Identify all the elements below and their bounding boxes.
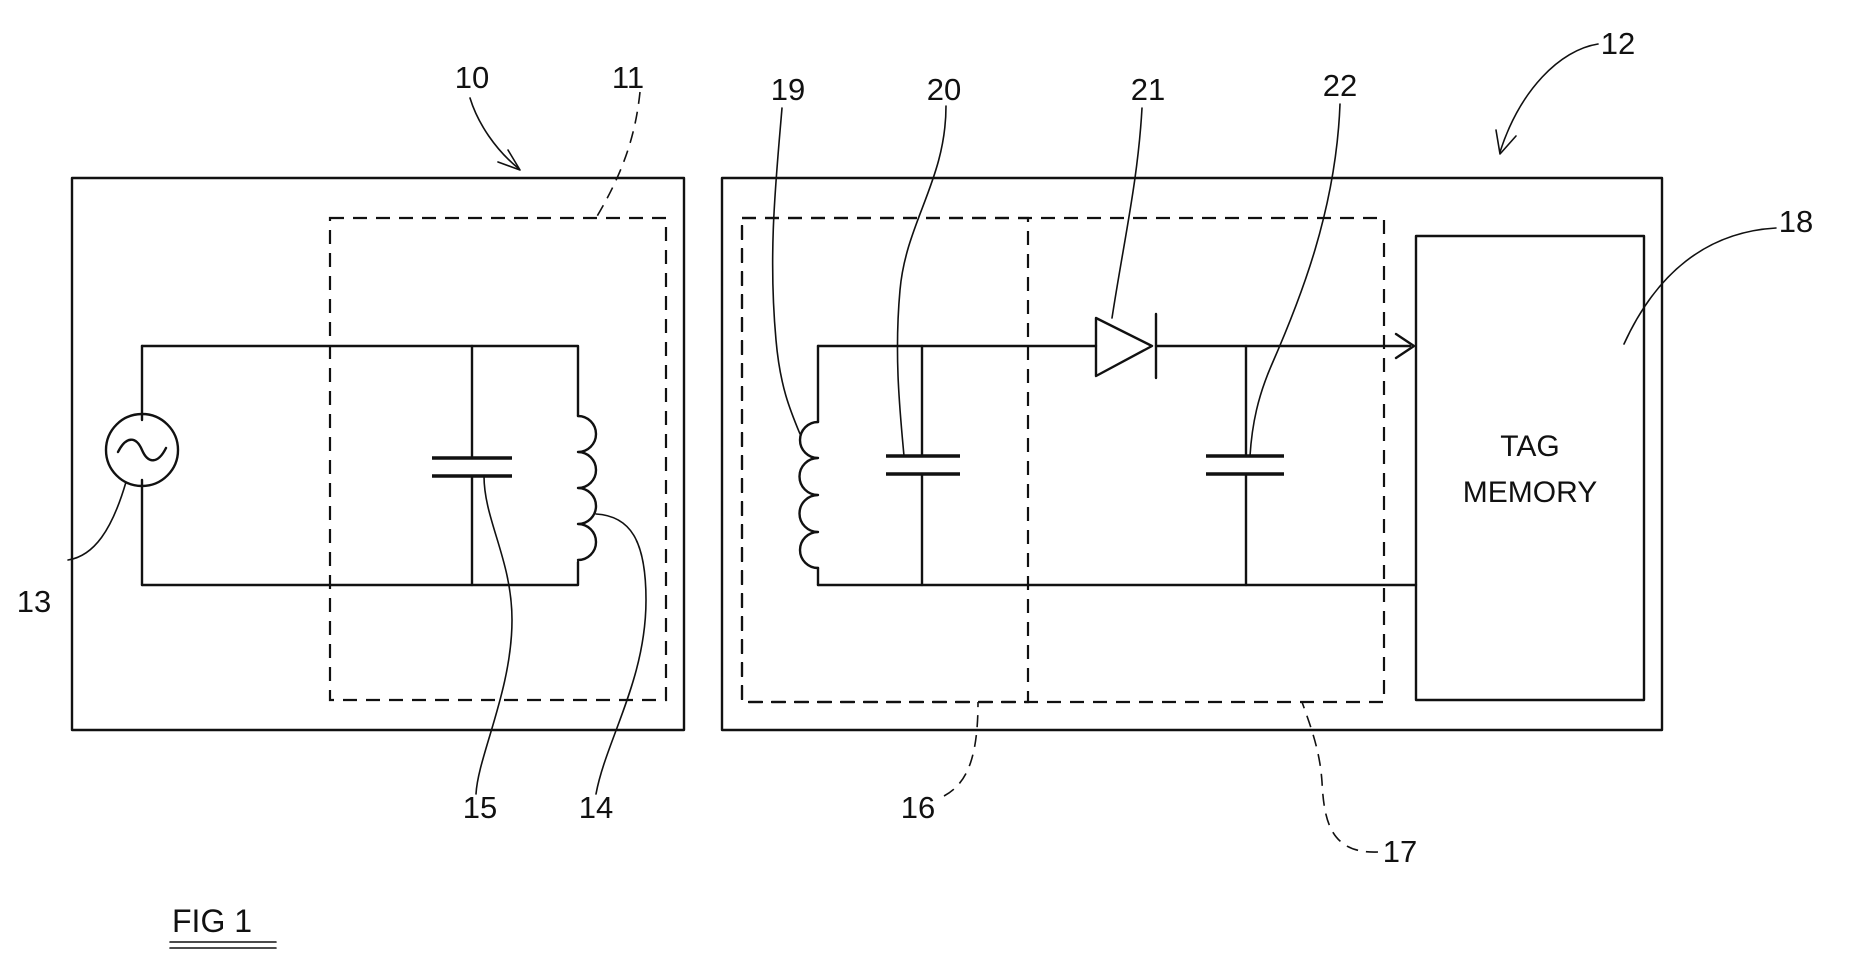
label-20: 20 xyxy=(927,72,961,107)
reader-inductor-icon xyxy=(578,416,596,560)
label-16: 16 xyxy=(901,790,935,825)
label-11: 11 xyxy=(612,60,644,95)
tag-capacitor-icon xyxy=(886,456,960,474)
tag-memory-box xyxy=(1416,236,1644,700)
power-circuit-boundary xyxy=(742,218,1384,702)
label-15: 15 xyxy=(463,790,497,825)
tag-inductor-icon xyxy=(800,422,819,568)
label-19: 19 xyxy=(771,72,805,107)
label-14: 14 xyxy=(579,790,613,825)
label-12: 12 xyxy=(1601,26,1635,61)
reader-capacitor-icon xyxy=(432,458,512,476)
label-18: 18 xyxy=(1779,204,1813,239)
reader-wiring xyxy=(142,346,578,585)
label-13: 13 xyxy=(17,584,51,619)
label-10: 10 xyxy=(455,60,489,95)
tag-wiring xyxy=(818,346,1416,585)
label-21: 21 xyxy=(1131,72,1165,107)
memory-label-line2: MEMORY xyxy=(1463,476,1597,509)
diode-icon xyxy=(1096,314,1156,378)
memory-label-line1: TAG xyxy=(1500,430,1559,463)
ac-source-icon xyxy=(106,414,178,486)
figure-caption: FIG 1 xyxy=(172,903,252,939)
smoothing-capacitor-icon xyxy=(1206,456,1284,474)
label-22: 22 xyxy=(1323,68,1357,103)
label-17: 17 xyxy=(1383,834,1417,869)
tag-tank-boundary xyxy=(742,218,1028,702)
